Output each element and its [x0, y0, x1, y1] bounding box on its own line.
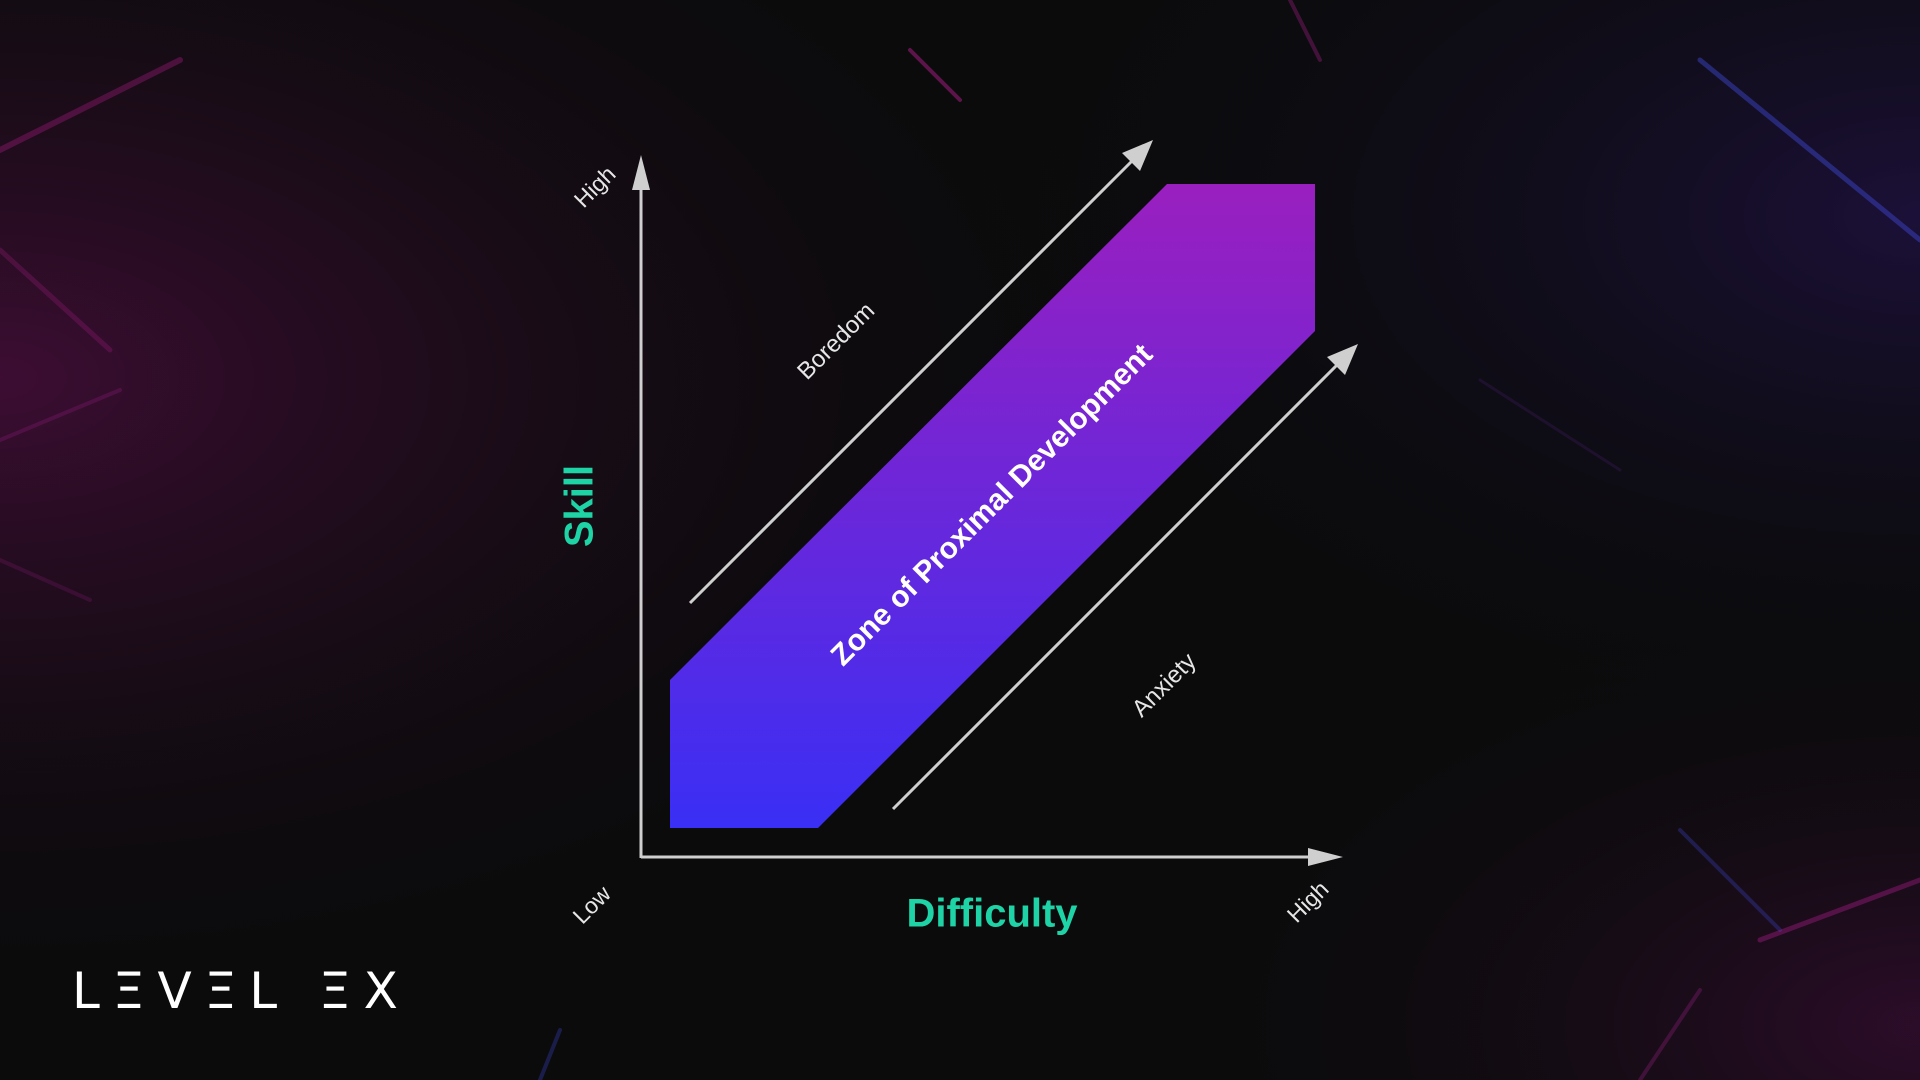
boredom-arrow — [688, 140, 1153, 605]
y-axis-high-label: High — [569, 161, 621, 213]
y-axis — [632, 155, 650, 858]
x-axis-title: Difficulty — [906, 892, 1078, 936]
zone-band — [670, 184, 1315, 828]
y-axis-title: Skill — [558, 465, 602, 547]
x-axis-high-label: High — [1282, 876, 1334, 928]
anxiety-label: Anxiety — [1127, 648, 1202, 723]
anxiety-arrow — [891, 344, 1358, 811]
y-axis-arrowhead — [632, 155, 650, 190]
x-axis-low-label: Low — [568, 880, 616, 928]
boredom-label: Boredom — [792, 297, 880, 385]
brand-logo: LΞVΞL ΞX — [72, 962, 411, 1020]
x-axis — [641, 848, 1343, 866]
x-axis-arrowhead — [1308, 848, 1343, 866]
